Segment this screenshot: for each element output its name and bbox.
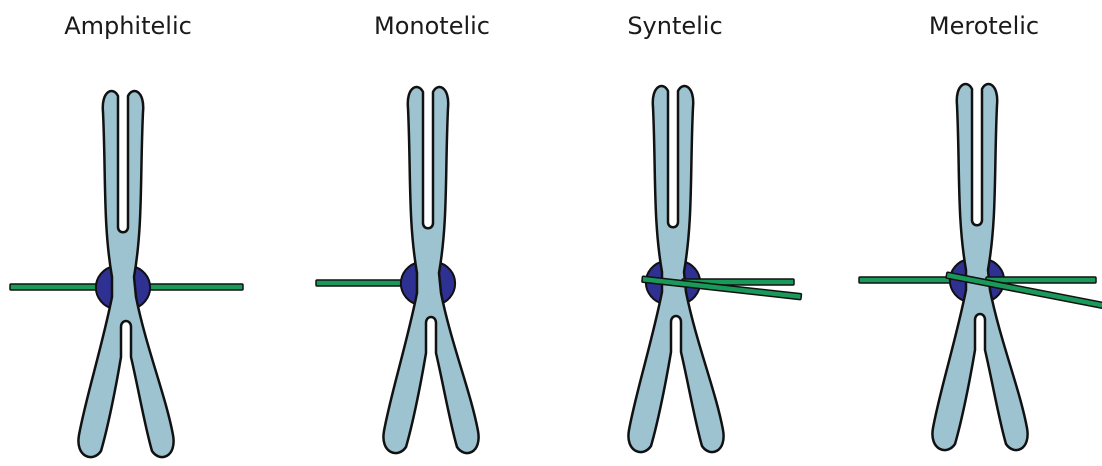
panel-monotelic bbox=[316, 87, 479, 453]
panel-merotelic bbox=[859, 84, 1102, 450]
microtubule-right bbox=[986, 277, 1096, 283]
chromosome bbox=[628, 86, 723, 452]
panel-amphitelic bbox=[10, 91, 243, 457]
chromosome bbox=[932, 84, 1027, 450]
chromosome bbox=[383, 87, 478, 453]
panel-syntelic bbox=[628, 86, 801, 452]
chromosome bbox=[78, 91, 173, 457]
